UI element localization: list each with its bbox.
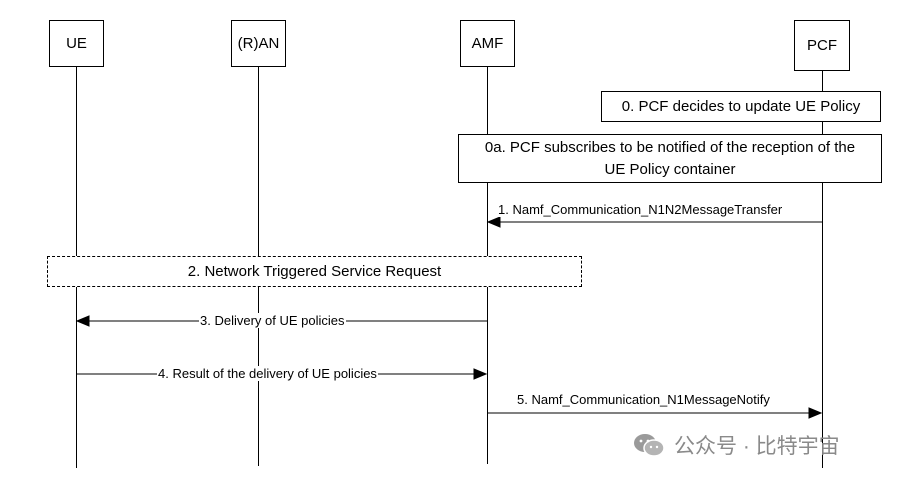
entity-pcf: PCF bbox=[794, 20, 850, 71]
entity-pcf-label: PCF bbox=[807, 37, 837, 54]
message-step5-label: 5. Namf_Communication_N1MessageNotify bbox=[516, 392, 771, 407]
note-step0a: 0a. PCF subscribes to be notified of the… bbox=[458, 134, 882, 183]
note-step0a-line2: UE Policy container bbox=[604, 160, 736, 178]
wechat-icon bbox=[634, 434, 665, 457]
note-step0-text: 0. PCF decides to update UE Policy bbox=[621, 97, 861, 115]
message-step4-label: 4. Result of the delivery of UE policies bbox=[157, 366, 378, 381]
entity-ran-label: (R)AN bbox=[237, 35, 280, 52]
note-step2: 2. Network Triggered Service Request bbox=[47, 256, 582, 287]
arrow-step5-head bbox=[808, 407, 823, 419]
entity-ran: (R)AN bbox=[231, 20, 286, 67]
message-step1-label: 1. Namf_Communication_N1N2MessageTransfe… bbox=[497, 202, 784, 217]
note-step0: 0. PCF decides to update UE Policy bbox=[601, 91, 881, 122]
watermark-text: 公众号 · 比特宇宙 bbox=[674, 435, 840, 458]
watermark: 公众号 · 比特宇宙 bbox=[632, 430, 840, 460]
message-step3-label: 3. Delivery of UE policies bbox=[199, 313, 346, 328]
note-step2-text: 2. Network Triggered Service Request bbox=[187, 262, 442, 280]
arrow-step4-head bbox=[473, 368, 488, 380]
entity-ue: UE bbox=[49, 20, 104, 67]
entity-amf-label: AMF bbox=[471, 35, 504, 52]
arrow-step1-head bbox=[486, 216, 501, 228]
entity-amf: AMF bbox=[460, 20, 515, 67]
arrow-step3-head bbox=[75, 315, 90, 327]
entity-ue-label: UE bbox=[66, 35, 87, 52]
note-step0a-line1: 0a. PCF subscribes to be notified of the… bbox=[484, 138, 856, 156]
lifeline-pcf bbox=[822, 70, 823, 468]
